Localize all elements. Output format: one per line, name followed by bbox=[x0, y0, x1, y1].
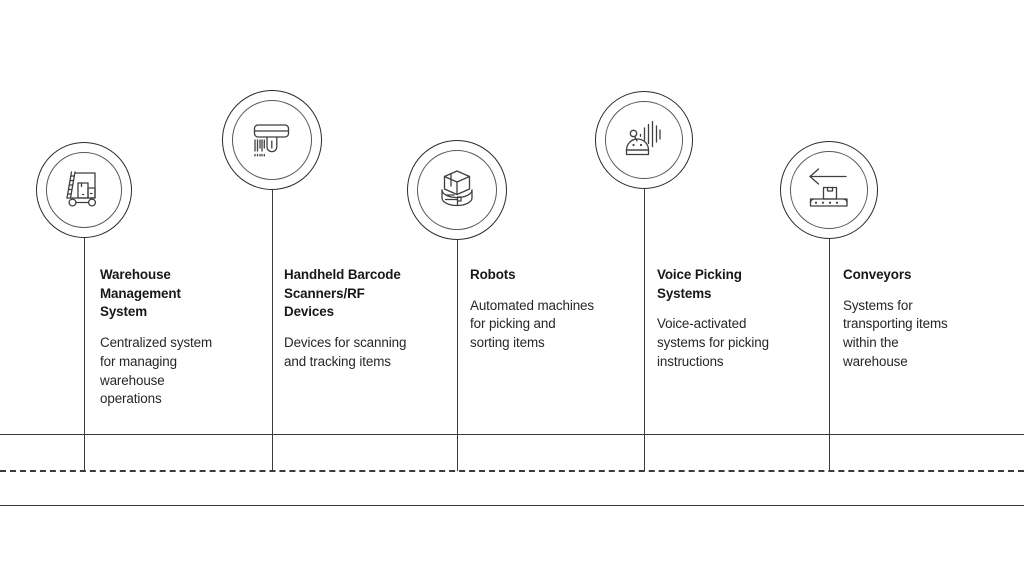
baseline-bottom-rule bbox=[0, 505, 1024, 506]
node-title: Handheld Barcode Scanners/RF Devices bbox=[284, 267, 401, 320]
node-description: Systems for transporting items within th… bbox=[843, 297, 948, 369]
node-label: Handheld Barcode Scanners/RF Devices Dev… bbox=[284, 266, 434, 372]
badge-inner-ring bbox=[232, 100, 312, 180]
node-stem bbox=[829, 239, 830, 471]
node-description: Automated machines for picking and sorti… bbox=[470, 297, 594, 351]
conveyor-belt-arrow-icon bbox=[801, 162, 857, 218]
baseline-dashed-rule bbox=[0, 470, 1024, 472]
node-label: Robots Automated machines for picking an… bbox=[470, 266, 625, 353]
node-stem bbox=[272, 190, 273, 471]
node-label: Voice Picking Systems Voice-activated sy… bbox=[657, 266, 805, 372]
node-title: Warehouse Management System bbox=[100, 267, 181, 320]
node-icon-badge[interactable] bbox=[595, 91, 693, 189]
node-description: Devices for scanning and tracking items bbox=[284, 335, 407, 369]
badge-inner-ring bbox=[790, 151, 868, 229]
node-icon-badge[interactable] bbox=[36, 142, 132, 238]
node-title: Voice Picking Systems bbox=[657, 267, 742, 301]
node-title: Robots bbox=[470, 267, 516, 282]
badge-inner-ring bbox=[417, 150, 497, 230]
badge-inner-ring bbox=[605, 101, 683, 179]
node-description: Centralized system for managing warehous… bbox=[100, 335, 213, 407]
forklift-boxes-icon bbox=[57, 163, 111, 217]
node-icon-badge[interactable] bbox=[780, 141, 878, 239]
badge-inner-ring bbox=[46, 152, 122, 228]
node-label: Conveyors Systems for transporting items… bbox=[843, 266, 993, 372]
node-icon-badge[interactable] bbox=[222, 90, 322, 190]
node-stem bbox=[84, 238, 85, 471]
node-description: Voice-activated systems for picking inst… bbox=[657, 316, 769, 369]
robot-box-icon bbox=[429, 162, 485, 218]
barcode-scanner-icon bbox=[244, 112, 300, 168]
node-stem bbox=[644, 189, 645, 471]
node-icon-badge[interactable] bbox=[407, 140, 507, 240]
node-label: Warehouse Management System Centralized … bbox=[100, 266, 245, 409]
node-title: Conveyors bbox=[843, 267, 912, 282]
voice-robot-soundwave-icon bbox=[616, 112, 672, 168]
node-stem bbox=[457, 240, 458, 471]
baseline-top-rule bbox=[0, 434, 1024, 435]
